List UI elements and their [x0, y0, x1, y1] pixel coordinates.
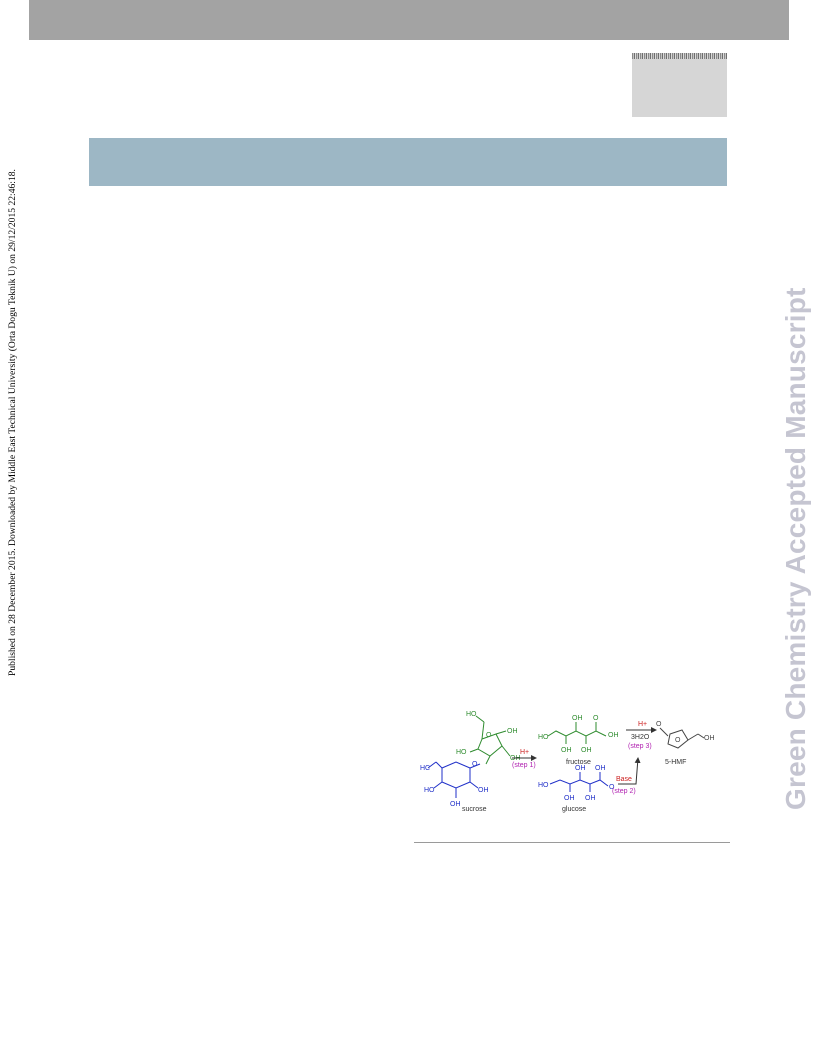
sucrose-ho-mid: HO [456, 749, 467, 756]
fructose-ho: HO [538, 734, 549, 741]
hmf-furan-ring [667, 729, 689, 749]
hmf-aldehyde-o: O [656, 721, 662, 728]
glucose-oh-3: OH [564, 795, 575, 802]
sucrose-label: sucrose [462, 806, 487, 813]
journal-logo-placeholder [632, 53, 727, 117]
glucose-chain [549, 779, 609, 787]
glucose-ho: HO [538, 782, 549, 789]
sucrose-ring-o-glucose: O [472, 761, 478, 768]
step1-reagent: H+ [520, 749, 529, 756]
journal-header-bar [29, 0, 789, 40]
step2-arrow [618, 757, 641, 785]
sucrose-hc: HC [420, 765, 430, 772]
sucrose-oh-bottom: OH [450, 801, 461, 808]
step1-label: (step 1) [512, 762, 536, 769]
fructose-label: fructose [566, 759, 591, 766]
glucose-substituents [569, 772, 601, 792]
glucose-oh-1: OH [575, 765, 586, 772]
figure-divider-rule [414, 842, 730, 843]
accepted-manuscript-watermark: Green Chemistry Accepted Manuscript [780, 287, 811, 810]
sucrose-ring-o-fructose: O [486, 732, 492, 739]
hmf-ch2-bond [687, 733, 699, 741]
sucrose-fructose-unit [469, 715, 511, 765]
sucrose-glucose-unit [427, 761, 481, 798]
hmf-label: 5-HMF [665, 759, 686, 766]
hmf-oh-bond [697, 733, 705, 739]
fructose-o: O [593, 715, 599, 722]
fructose-chain [547, 730, 607, 737]
glucose-label: glucose [562, 806, 586, 813]
glucose-oh-4: OH [585, 795, 596, 802]
article-title-band [89, 138, 727, 186]
logo-texture [632, 53, 727, 59]
fructose-oh-end: OH [608, 732, 619, 739]
sucrose-ho-bottom: HO [424, 787, 435, 794]
fructose-oh-1: OH [572, 715, 583, 722]
sucrose-oh-right: OH [507, 728, 518, 735]
fructose-substituents [565, 722, 597, 744]
glucose-oh-2: OH [595, 765, 606, 772]
hmf-aldehyde-bond [659, 727, 669, 737]
hmf-oh: OH [704, 735, 715, 742]
reaction-scheme-svg: HO OH O HO OH HC O HO OH OH sucrose H+ (… [420, 711, 715, 813]
step3-reagent: H+ [638, 721, 647, 728]
step2-label: (step 2) [612, 788, 636, 795]
step3-label: (step 3) [628, 743, 652, 750]
step3-byproduct: 3H2O [631, 734, 650, 741]
step2-reagent: Base [616, 776, 632, 783]
publication-side-note: Published on 28 December 2015. Downloade… [7, 169, 18, 676]
fructose-oh-3: OH [581, 747, 592, 754]
sucrose-ho-top: HO [466, 711, 477, 718]
hmf-ring-o: O [675, 737, 681, 744]
glucose-o: O [609, 784, 615, 791]
reaction-scheme-figure: HO OH O HO OH HC O HO OH OH sucrose H+ (… [420, 706, 730, 818]
sucrose-oh-right-blue: OH [478, 787, 489, 794]
fructose-oh-2: OH [561, 747, 572, 754]
